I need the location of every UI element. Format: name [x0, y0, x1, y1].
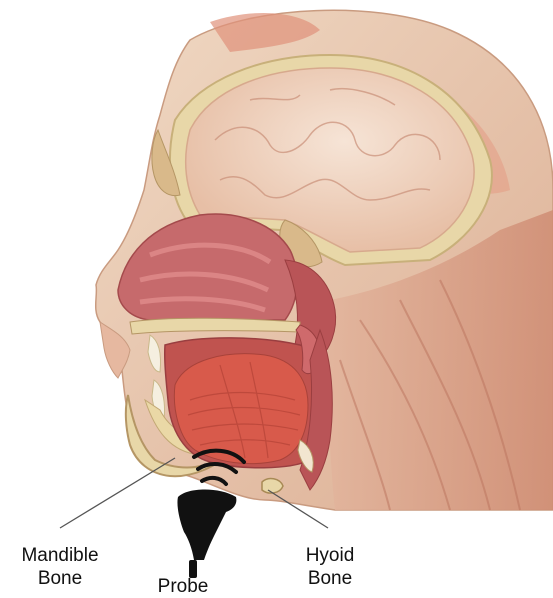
mandible-label-line2: Bone — [6, 567, 114, 590]
ultrasound-probe-icon — [177, 490, 236, 579]
mandible-bone-label: Mandible Bone — [6, 544, 114, 590]
hyoid-label-line1: Hyoid — [290, 544, 370, 567]
hyoid-bone-label: Hyoid Bone — [290, 544, 370, 590]
hyoid-bone — [262, 479, 283, 494]
tongue — [174, 354, 308, 464]
probe-label: Probe — [148, 575, 218, 598]
mandible-label-line1: Mandible — [6, 544, 114, 567]
hyoid-label-line2: Bone — [290, 567, 370, 590]
mandible-pointer-line — [60, 458, 175, 528]
